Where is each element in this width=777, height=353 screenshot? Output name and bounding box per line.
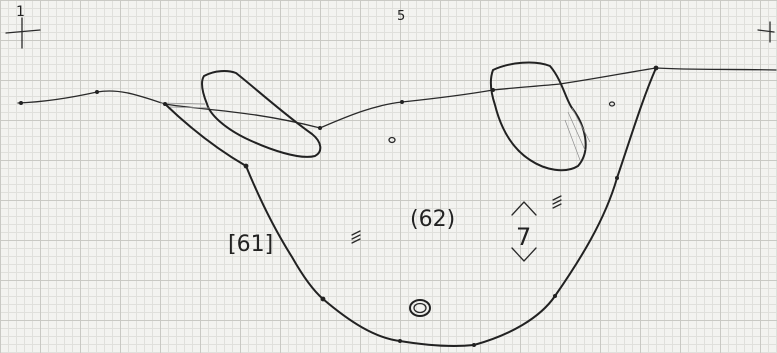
right-datum-marker (757, 21, 775, 43)
stone-right-shading (564, 107, 591, 161)
left-datum-marker (5, 17, 41, 49)
top-mark-label: 5 (397, 9, 405, 24)
pit-fill-label: (62) (410, 207, 455, 232)
survey-point (163, 102, 167, 106)
find-circle-inner (413, 302, 427, 314)
stone-left (201, 70, 322, 158)
stone-label: 7 (516, 223, 531, 251)
fill-symbol (351, 230, 361, 244)
stone-right (489, 61, 587, 172)
chevron-up-icon (511, 201, 537, 216)
survey-point (320, 296, 326, 302)
inclusion-circle (608, 101, 616, 107)
survey-point (472, 343, 476, 347)
survey-point (653, 65, 659, 71)
survey-point (95, 90, 99, 94)
survey-point (615, 176, 619, 180)
survey-point (243, 163, 249, 169)
survey-point (491, 88, 495, 92)
fill-symbol (552, 195, 562, 209)
survey-point (400, 100, 404, 104)
survey-point (553, 294, 557, 298)
chevron-down-icon (511, 247, 537, 262)
ground-surface-line (17, 67, 777, 129)
find-circle (409, 299, 431, 317)
left-marker-label: 1 (16, 4, 25, 20)
survey-point (19, 101, 23, 105)
cut-label: [61] (228, 232, 273, 257)
survey-point (398, 339, 402, 343)
inclusion-circle (388, 136, 396, 144)
stone-left-shading (159, 102, 211, 109)
survey-point (318, 126, 322, 130)
